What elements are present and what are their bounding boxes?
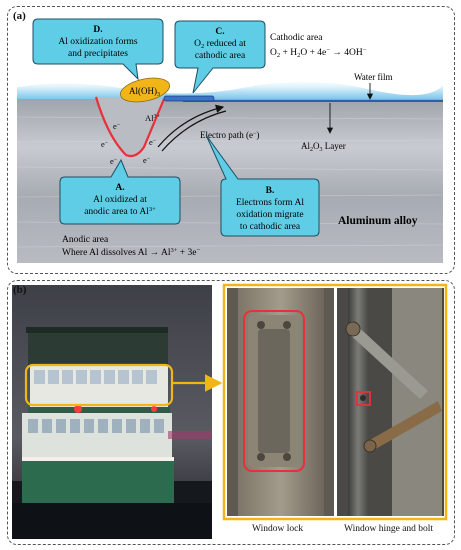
- panel-a: (a): [7, 6, 455, 274]
- callout-d: [32, 18, 164, 81]
- electron-label-1: e−: [113, 121, 121, 131]
- caption-window-lock: Window lock: [252, 524, 304, 534]
- photo-collage: [12, 283, 448, 539]
- electron-label-5: e−: [149, 137, 157, 147]
- anodic-area-title: Anodic area: [62, 235, 109, 245]
- cathodic-area-title: Cathodic area: [270, 33, 323, 43]
- oxide-layer-label: Al2O3 Layer: [301, 141, 346, 153]
- callout-c-letter: C.: [215, 27, 224, 37]
- lock-corrosion-highlight: [243, 310, 305, 472]
- window-lock-photo: [227, 288, 334, 516]
- callout-b-line1: Electrons form Al: [236, 197, 304, 208]
- panel-b: (b): [7, 280, 455, 545]
- callout-a-letter: A.: [115, 183, 124, 193]
- electron-path-label: Electro path (e−): [200, 130, 259, 140]
- ferry-window-highlight: [24, 363, 174, 407]
- aloh3-precipitate: [120, 77, 170, 103]
- callout-c-line2: cathodic area: [195, 51, 246, 61]
- corrosion-diagram: Al(OH)3 e− e− e− e− e− Al3+ Electro path…: [16, 18, 444, 263]
- panel-b-label: (b): [13, 284, 27, 296]
- callout-c: [174, 20, 266, 94]
- window-hinge-photo: [337, 288, 444, 516]
- cathodic-equation: O2 + H2O + 4e− → 4OH−: [270, 47, 367, 59]
- water-film: [17, 81, 443, 99]
- callout-a: [59, 158, 181, 225]
- electron-label-3: e−: [110, 156, 118, 166]
- callout-d-letter: D.: [93, 25, 102, 35]
- corrosion-pit: [94, 96, 166, 158]
- callout-d-line1: Al oxidization forms: [58, 36, 137, 47]
- callout-c-line1: O2 reduced at: [194, 39, 246, 50]
- callout-b-line2: oxidation migrate: [236, 210, 303, 220]
- electron-label-4: e−: [143, 155, 151, 165]
- electron-path-arrow: [157, 104, 225, 148]
- closeup-frame: [222, 283, 448, 521]
- callout-a-line1: Al oxidized at: [93, 195, 147, 205]
- al3-ion-label: Al3+: [145, 113, 161, 123]
- aloh3-label: Al(OH)3: [129, 86, 160, 98]
- callout-b-line3: to cathodic area: [240, 222, 301, 232]
- cathode-strip: [163, 95, 215, 102]
- electron-label-2: e−: [101, 139, 109, 149]
- electron-path-arrow-2: [161, 110, 227, 152]
- caption-window-hinge: Window hinge and bolt: [344, 524, 434, 534]
- aluminum-alloy-label: Aluminum alloy: [338, 215, 418, 227]
- callout-d-line2: and precipitates: [68, 49, 128, 59]
- callout-a-line2: anodic area to Al3+: [84, 206, 156, 217]
- callout-b: [205, 134, 320, 237]
- ferry-pier-photo: [12, 285, 212, 539]
- callout-b-letter: B.: [266, 186, 275, 196]
- panel-a-label: (a): [13, 10, 26, 22]
- water-film-label: Water film: [354, 72, 393, 82]
- hinge-corrosion-highlight: [356, 391, 371, 406]
- anodic-area-equation: Where Al dissolves Al → Al3+ + 3e−: [62, 247, 200, 258]
